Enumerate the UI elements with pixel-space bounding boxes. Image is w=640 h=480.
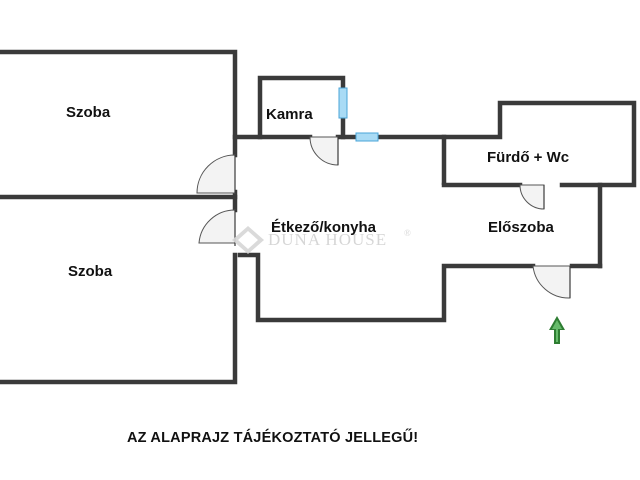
door-bathroom: [519, 184, 545, 210]
door-kamra: [309, 136, 339, 166]
room-label-szoba-bottom: Szoba: [68, 263, 113, 280]
duna-house-watermark: DUNA HOUSE ®: [232, 226, 412, 254]
wall-kitchen-bottom: [237, 252, 536, 323]
door-entrance: [532, 265, 571, 299]
house-logo-icon: [232, 226, 264, 254]
watermark-brand: DUNA HOUSE: [268, 230, 387, 249]
window-kamra: [338, 87, 348, 119]
wall-bedroom-bottom: [0, 252, 238, 385]
room-label-kamra: Kamra: [266, 106, 313, 123]
room-label-etkezo: Étkező/konyha: [271, 219, 377, 236]
room-label-furdo: Fürdő + Wc: [487, 149, 569, 166]
watermark-registered: ®: [404, 228, 412, 238]
door-bedroom-bottom: [198, 209, 236, 246]
wall-bathroom: [441, 100, 637, 188]
window-upper: [355, 132, 379, 142]
up-arrow-icon: [549, 316, 565, 344]
door-bedroom-top: [196, 154, 236, 194]
room-label-szoba-top: Szoba: [66, 104, 111, 121]
wall-kamra: [257, 75, 346, 140]
wall-bedroom-top: [0, 49, 238, 158]
room-label-eloszoba: Előszoba: [488, 219, 555, 236]
disclaimer-note: AZ ALAPRAJZ TÁJÉKOZTATÓ JELLEGŰ!: [127, 428, 418, 446]
walls: [0, 49, 637, 385]
